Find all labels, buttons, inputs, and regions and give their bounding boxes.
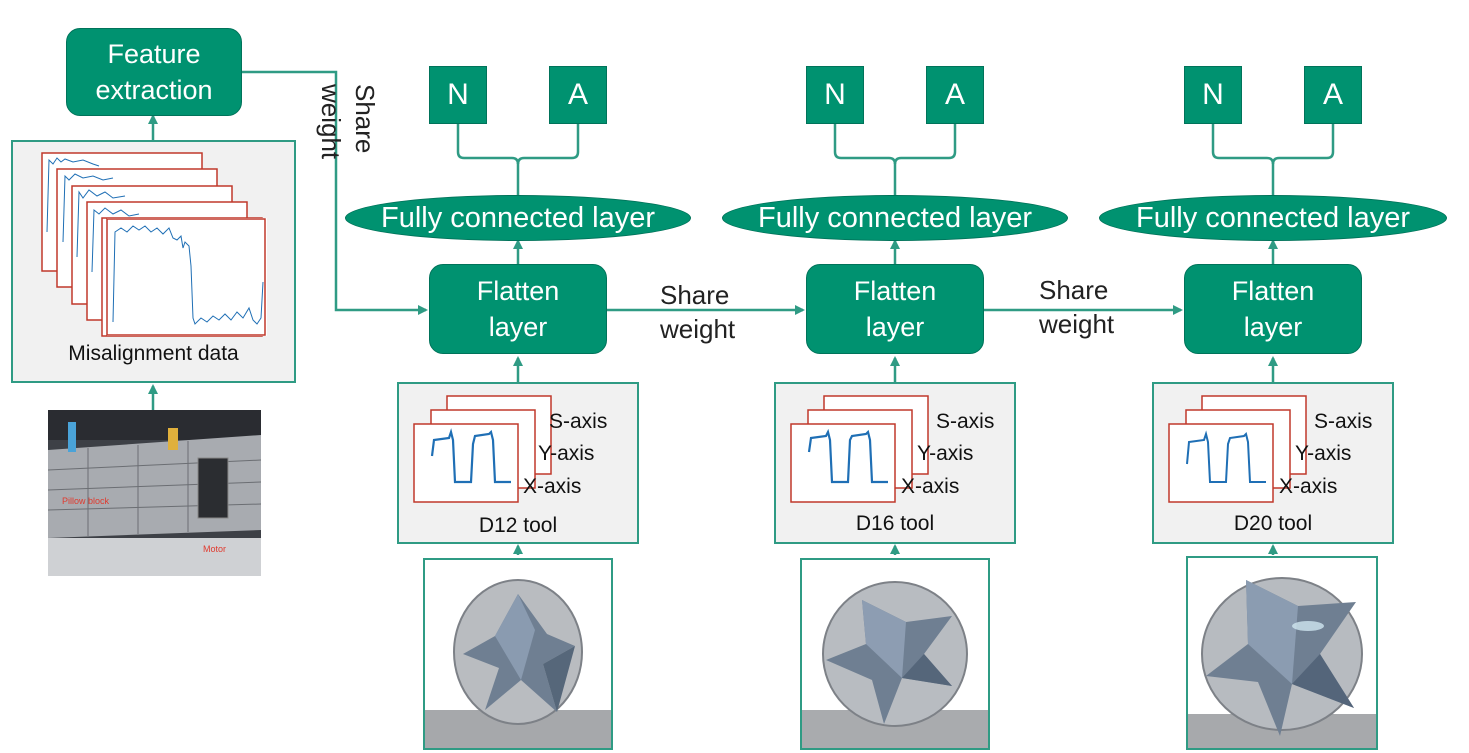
end-mill-drawing [802, 560, 988, 748]
share-weight-2-line2: weight [1039, 309, 1115, 339]
output-normal-label: N [1202, 78, 1224, 111]
share-weight-2-line1: Share [1039, 275, 1109, 305]
axis-label-x: X-axis [901, 475, 960, 498]
misalignment-caption: Misalignment data [68, 342, 239, 365]
output-normal-box: N [1184, 66, 1242, 124]
feature-extraction-block: Feature extraction [66, 28, 242, 116]
feature-extraction-line2: extraction [95, 75, 213, 105]
tool-photo [1186, 556, 1378, 750]
axis-label-x: X-axis [1279, 475, 1338, 498]
tool-signal-stack [413, 395, 552, 503]
fully-connected-layer: Fully connected layer [1099, 195, 1447, 241]
axis-label-s: S-axis [549, 410, 608, 433]
tool-signal-stack [790, 395, 929, 503]
share-weight-label-1: Share weight [660, 278, 760, 346]
axis-label-y: Y-axis [1295, 442, 1352, 465]
output-abnormal-label: A [944, 78, 965, 111]
tool-caption: D12 tool [478, 514, 558, 537]
output-normal-label: N [447, 78, 469, 111]
output-normal-label: N [824, 78, 846, 111]
flatten-line1: Flatten [853, 276, 937, 306]
share-weight-1-line1: Share [660, 280, 730, 310]
flatten-layer: Flatten layer [429, 264, 607, 354]
share-weight-1-line2: weight [660, 314, 736, 344]
fully-connected-layer: Fully connected layer [722, 195, 1068, 241]
tool-signal-panel: S-axis Y-axis X-axis D12 tool [397, 382, 639, 544]
machine-photo-drawing [48, 410, 261, 576]
tool-caption: D16 tool [855, 512, 935, 535]
misalignment-signal-stack [41, 152, 267, 337]
flatten-line2: layer [865, 312, 925, 342]
output-normal-box: N [429, 66, 487, 124]
axis-label-y: Y-axis [538, 442, 595, 465]
fully-connected-layer: Fully connected layer [345, 195, 691, 241]
flatten-line2: layer [1243, 312, 1303, 342]
fully-connected-label: Fully connected layer [757, 201, 1033, 234]
flatten-layer: Flatten layer [1184, 264, 1362, 354]
share-weight-vertical-line1: Share [350, 84, 380, 154]
output-abnormal-box: A [1304, 66, 1362, 124]
flatten-line2: layer [488, 312, 548, 342]
output-normal-box: N [806, 66, 864, 124]
motor-label: Motor [203, 544, 227, 554]
fully-connected-label: Fully connected layer [1135, 201, 1411, 234]
tool-signal-stack [1168, 395, 1307, 503]
fully-connected-label: Fully connected layer [380, 201, 656, 234]
flatten-line1: Flatten [1231, 276, 1315, 306]
flatten-line1: Flatten [476, 276, 560, 306]
axis-label-s: S-axis [936, 410, 995, 433]
tool-photo [800, 558, 990, 750]
end-mill-drawing [425, 560, 611, 748]
machine-photo: Pillow block Motor [48, 410, 261, 576]
output-abnormal-label: A [567, 78, 588, 111]
output-abnormal-box: A [926, 66, 984, 124]
share-weight-vertical-line2: weight [316, 84, 346, 160]
misalignment-data-panel: Misalignment data [11, 140, 296, 383]
end-mill-drawing [1188, 558, 1376, 748]
tool-photo [423, 558, 613, 750]
tool-signal-panel: S-axis Y-axis X-axis D16 tool [774, 382, 1016, 544]
feature-extraction-line1: Feature [107, 39, 201, 69]
share-weight-label-2: Share weight [1039, 273, 1139, 341]
tool-caption: D20 tool [1233, 512, 1313, 535]
tool-signal-panel: S-axis Y-axis X-axis D20 tool [1152, 382, 1394, 544]
output-abnormal-box: A [549, 66, 607, 124]
output-abnormal-label: A [1322, 78, 1343, 111]
axis-label-s: S-axis [1314, 410, 1373, 433]
axis-label-y: Y-axis [917, 442, 974, 465]
flatten-layer: Flatten layer [806, 264, 984, 354]
axis-label-x: X-axis [523, 475, 582, 498]
pillow-block-label: Pillow block [62, 496, 110, 506]
share-weight-vertical-label: Share weight [312, 84, 382, 174]
